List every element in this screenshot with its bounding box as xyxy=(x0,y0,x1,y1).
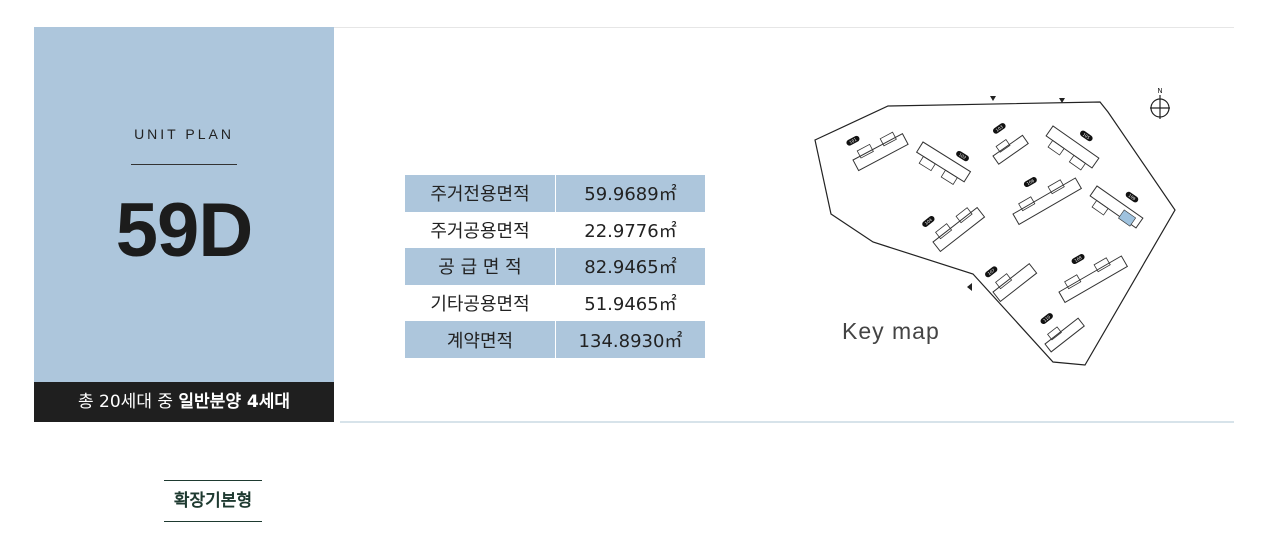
area-value: 134.8930㎡ xyxy=(555,321,705,358)
building-104: 104 xyxy=(922,206,986,253)
building-102: 102 xyxy=(915,141,972,185)
building-107: 107 xyxy=(985,262,1038,303)
keymap-label: Key map xyxy=(842,318,940,344)
area-table: 주거전용면적 59.9689㎡ 주거공용면적 22.9776㎡ 공 급 면 적 … xyxy=(405,175,705,358)
building-label: 103 xyxy=(995,124,1004,133)
unit-plan-divider xyxy=(131,164,237,165)
gate-marker xyxy=(1059,98,1065,103)
area-row: 주거공용면적 22.9776㎡ xyxy=(405,211,705,249)
building-label: 105 xyxy=(1082,132,1091,141)
area-name: 주거공용면적 xyxy=(430,220,530,242)
building-105: 105 xyxy=(1045,125,1100,171)
gate-marker xyxy=(990,96,996,101)
top-divider xyxy=(34,27,1234,28)
building-label: 106 xyxy=(1026,178,1036,186)
building-101: 101 xyxy=(846,131,909,172)
building-label: 107 xyxy=(987,267,996,276)
area-name: 공 급 면 적 xyxy=(405,248,556,285)
building-label: 101 xyxy=(848,137,857,145)
site-boundary xyxy=(814,101,1176,366)
area-row: 공 급 면 적 82.9465㎡ xyxy=(405,248,705,285)
building-label: 102 xyxy=(958,152,968,161)
building-108: 108 xyxy=(1058,254,1129,304)
building-label: 108 xyxy=(1074,255,1084,263)
area-value: 59.9689㎡ xyxy=(555,175,705,212)
building-label: 104 xyxy=(924,217,933,226)
compass-north-label: N xyxy=(1157,87,1162,95)
area-value: 22.9776㎡ xyxy=(555,211,705,249)
selected-unit-highlight xyxy=(1118,209,1137,227)
building-109: 109 xyxy=(1089,185,1144,229)
building-103: 103 xyxy=(992,123,1029,165)
building-106: 106 xyxy=(1012,177,1083,226)
unit-plan-panel: UNIT PLAN 59D xyxy=(34,27,334,382)
area-name: 주거전용면적 xyxy=(405,175,556,212)
north-compass-icon: N xyxy=(1150,87,1170,119)
area-name: 계약면적 xyxy=(405,321,556,358)
area-value: 82.9465㎡ xyxy=(555,248,705,285)
building-label: 109 xyxy=(1127,193,1136,202)
unit-type-code: 59D xyxy=(115,188,253,273)
tab-expanded-basic[interactable]: 확장기본형 xyxy=(164,480,262,522)
bottom-divider xyxy=(340,421,1234,423)
unit-plan-label: UNIT PLAN xyxy=(134,126,234,142)
area-row: 주거전용면적 59.9689㎡ xyxy=(405,175,705,212)
building-label: 110 xyxy=(1042,314,1051,323)
building-110: 110 xyxy=(1040,313,1085,353)
household-count-bar: 총 20세대 중 일반분양 4세대 xyxy=(34,382,334,422)
household-total: 총 20세대 중 xyxy=(78,392,173,412)
gate-marker xyxy=(967,283,972,291)
key-map: 101 102 103 105 104 106 1 xyxy=(814,96,1176,366)
area-value: 51.9465㎡ xyxy=(555,284,705,322)
area-row: 기타공용면적 51.9465㎡ xyxy=(405,284,705,322)
area-name: 기타공용면적 xyxy=(430,294,530,316)
household-general-sale: 일반분양 4세대 xyxy=(178,392,290,412)
area-row: 계약면적 134.8930㎡ xyxy=(405,321,705,358)
